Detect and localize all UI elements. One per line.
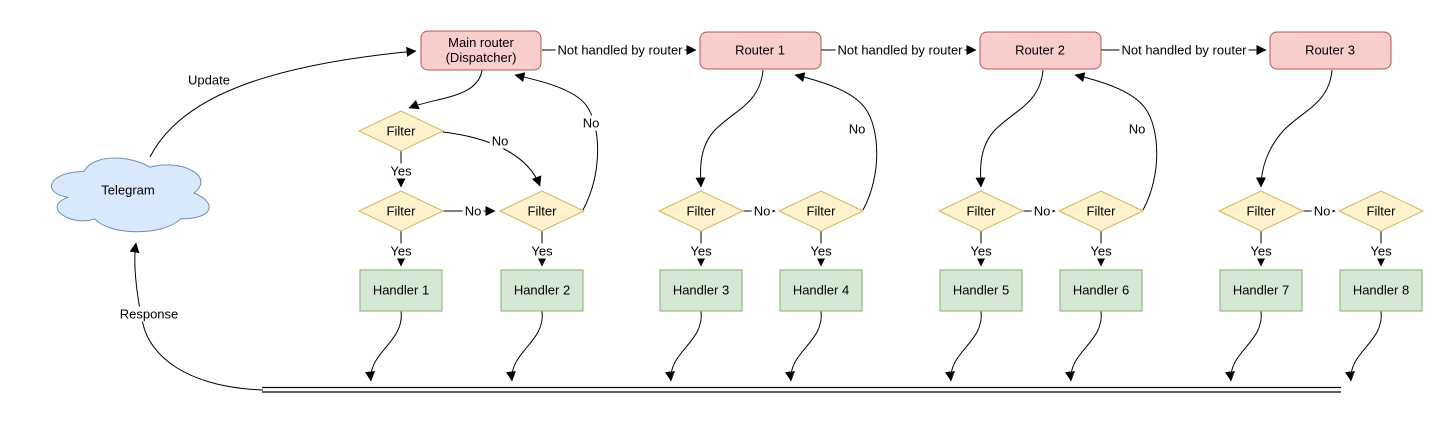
edge-label-no-loop-r2: No	[1126, 121, 1148, 137]
edge-handler6-to-bus	[1065, 310, 1102, 382]
node-label-filter-7: Filter	[1246, 203, 1276, 219]
edge-label-no-f0: No	[489, 133, 511, 149]
node-main-router	[420, 30, 542, 71]
edge-response	[129, 242, 264, 391]
node-label-handler-2: Handler 2	[513, 282, 571, 298]
edge-label-not-handled-2: Not handled by router	[835, 42, 965, 58]
node-filter-2	[498, 190, 586, 232]
edge-label-no-f5: No	[1031, 203, 1053, 219]
edge-label-yes-f1: Yes	[388, 243, 414, 259]
edge-label-no-f3: No	[751, 203, 773, 219]
node-handler-7	[1219, 269, 1303, 312]
node-router-3	[1269, 31, 1392, 70]
edge-handler2-to-bus	[506, 310, 543, 382]
node-label-handler-3: Handler 3	[672, 282, 730, 298]
node-handler-8	[1339, 269, 1423, 312]
node-label-filter-3: Filter	[686, 203, 716, 219]
edge-label-update: Update	[186, 72, 232, 88]
node-handler-6	[1059, 269, 1143, 312]
edge-label-yes-f7: Yes	[1248, 243, 1274, 259]
node-label-filter-2: Filter	[527, 203, 557, 219]
node-label-router-3: Router 3	[1305, 42, 1355, 58]
edge-label-yes-f6: Yes	[1088, 243, 1114, 259]
edge-handler3-to-bus	[665, 310, 702, 382]
edge-label-yes-f8: Yes	[1368, 243, 1394, 259]
edge-label-not-handled-3: Not handled by router	[1119, 42, 1249, 58]
edge-filter4-no-loop	[794, 72, 878, 211]
telegram-cloud-label: Telegram	[101, 182, 155, 198]
node-filter-6	[1057, 190, 1145, 232]
edge-label-not-handled-1: Not handled by router	[555, 42, 685, 58]
node-label-filter-0: Filter	[386, 123, 416, 139]
node-label-handler-1: Handler 1	[372, 282, 430, 298]
edge-label-no-loop-r1: No	[846, 121, 868, 137]
node-label-handler-8: Handler 8	[1352, 282, 1410, 298]
node-handler-1	[359, 269, 443, 312]
main-router-label-line2: (Dispatcher)	[445, 50, 517, 65]
node-handler-2	[500, 269, 584, 312]
edge-handler8-to-bus	[1345, 310, 1382, 382]
node-label-router-1: Router 1	[735, 42, 785, 58]
edge-router3-to-filter7	[1256, 69, 1333, 188]
node-label-handler-5: Handler 5	[952, 282, 1010, 298]
node-filter-3	[657, 190, 745, 232]
edge-handler7-to-bus	[1225, 310, 1262, 382]
edge-label-no-f1: No	[462, 203, 484, 219]
node-label-filter-4: Filter	[806, 203, 836, 219]
node-label-handler-7: Handler 7	[1232, 282, 1290, 298]
node-filter-4	[777, 190, 865, 232]
edge-label-yes-f4: Yes	[808, 243, 834, 259]
node-filter-5	[937, 190, 1025, 232]
edge-main-to-filter0	[408, 69, 483, 110]
node-label-handler-4: Handler 4	[792, 282, 850, 298]
node-label-filter-8: Filter	[1366, 203, 1396, 219]
edge-label-yes-f0: Yes	[388, 163, 414, 179]
node-label-filter-1: Filter	[386, 203, 416, 219]
edge-handler4-to-bus	[785, 310, 822, 382]
edge-router1-to-filter3	[695, 69, 764, 188]
edge-label-yes-f2: Yes	[529, 243, 555, 259]
edge-label-yes-f3: Yes	[688, 243, 714, 259]
node-filter-7	[1217, 190, 1305, 232]
edge-filter2-no-loop	[514, 72, 599, 211]
node-filter-1	[357, 190, 445, 232]
node-label-handler-6: Handler 6	[1072, 282, 1130, 298]
node-handler-5	[939, 269, 1023, 312]
node-filter-8	[1337, 190, 1425, 232]
node-handler-4	[779, 269, 863, 312]
main-router-label-line1: Main router	[448, 35, 514, 50]
node-label-filter-6: Filter	[1086, 203, 1116, 219]
node-filter-0	[357, 110, 445, 152]
node-label-filter-5: Filter	[966, 203, 996, 219]
node-router-1	[699, 31, 822, 70]
edge-update	[149, 46, 417, 158]
edge-handler1-to-bus	[365, 310, 402, 382]
node-label-main-router: Main router (Dispatcher)	[446, 35, 517, 65]
node-router-2	[979, 31, 1102, 70]
edge-router2-to-filter5	[975, 69, 1044, 188]
node-handler-3	[659, 269, 743, 312]
edge-label-no-f7: No	[1311, 203, 1333, 219]
edge-handler5-to-bus	[945, 310, 982, 382]
node-label-router-2: Router 2	[1015, 42, 1065, 58]
telegram-cloud	[50, 157, 210, 233]
edge-label-response: Response	[117, 306, 181, 322]
edge-label-no-loop-main: No	[580, 115, 602, 131]
edge-filter6-no-loop	[1074, 72, 1158, 211]
edge-label-yes-f5: Yes	[968, 243, 994, 259]
